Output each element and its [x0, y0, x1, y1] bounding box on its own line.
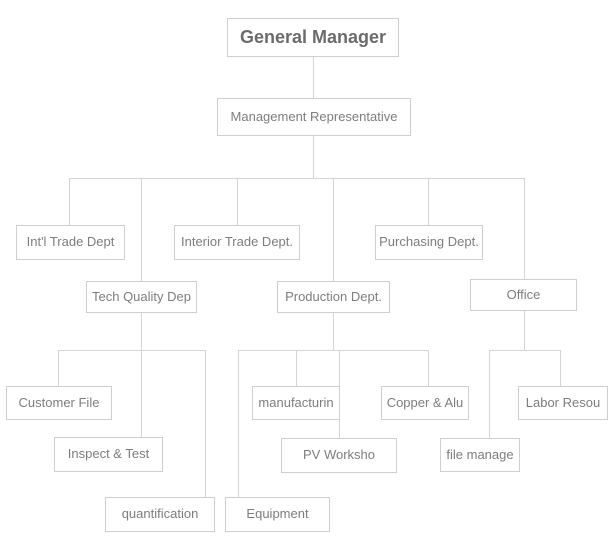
- connector-production-to-equipment: [238, 350, 239, 497]
- node-equipment[interactable]: Equipment: [225, 497, 330, 532]
- node-pv-worksho[interactable]: PV Worksho: [281, 438, 397, 473]
- connector-tech-to-quantification: [205, 350, 206, 497]
- connector-office-to-file-manage: [489, 350, 490, 438]
- connector-bus-to-tech-quality: [141, 178, 142, 281]
- connector-mgmt-to-bus: [313, 136, 314, 179]
- connector-office-to-labor-resou: [560, 350, 561, 386]
- connector-bus-to-office: [524, 178, 525, 279]
- connector-production-bus: [238, 350, 429, 351]
- node-inspect-test[interactable]: Inspect & Test: [54, 437, 163, 472]
- connector-tech-quality-stem: [141, 313, 142, 350]
- connector-office-bus: [489, 350, 561, 351]
- connector-tech-quality-bus: [58, 350, 206, 351]
- node-intl-trade-dept[interactable]: Int'l Trade Dept: [16, 225, 125, 260]
- node-management-representative[interactable]: Management Representative: [217, 98, 411, 136]
- connector-production-to-copper-alu: [428, 350, 429, 386]
- connector-office-stem: [524, 311, 525, 350]
- node-labor-resou[interactable]: Labor Resou: [518, 386, 608, 420]
- connector-main-bus: [69, 178, 525, 179]
- connector-production-stem: [333, 313, 334, 350]
- connector-bus-to-interior-trade: [237, 178, 238, 225]
- node-purchasing-dept[interactable]: Purchasing Dept.: [375, 225, 483, 260]
- connector-bus-to-production: [333, 178, 334, 281]
- node-file-manage[interactable]: file manage: [440, 438, 520, 472]
- node-manufacturin[interactable]: manufacturin: [252, 386, 340, 420]
- node-production-dept[interactable]: Production Dept.: [277, 281, 390, 313]
- node-tech-quality-dep[interactable]: Tech Quality Dep: [86, 281, 197, 313]
- connector-production-to-manufacturin: [296, 350, 297, 386]
- node-quantification[interactable]: quantification: [105, 497, 215, 532]
- connector-bus-to-purchasing: [428, 178, 429, 225]
- node-copper-alu[interactable]: Copper & Alu: [381, 386, 469, 420]
- connector-gm-to-mgmt: [313, 57, 314, 98]
- connector-bus-to-intl-trade: [69, 178, 70, 225]
- node-interior-trade-dept[interactable]: Interior Trade Dept.: [174, 225, 300, 260]
- connector-tech-to-inspect-test: [141, 350, 142, 437]
- connector-tech-to-customer-file: [58, 350, 59, 386]
- node-customer-file[interactable]: Customer File: [6, 386, 112, 420]
- node-office[interactable]: Office: [470, 279, 577, 311]
- node-general-manager[interactable]: General Manager: [227, 18, 399, 57]
